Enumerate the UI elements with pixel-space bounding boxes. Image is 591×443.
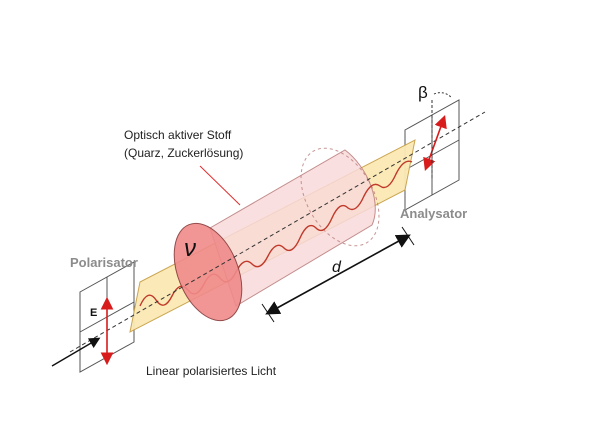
beta-angle-arc bbox=[433, 92, 453, 99]
cylinder-front-face bbox=[173, 222, 243, 322]
length-symbol: d bbox=[332, 259, 342, 276]
polarizer-label: Polarisator bbox=[70, 255, 138, 270]
rotated-field-arrow bbox=[423, 114, 447, 172]
analyzer-label: Analysator bbox=[400, 206, 467, 221]
optical-axis bbox=[69, 111, 486, 353]
incoming-light-arrow bbox=[51, 337, 101, 367]
field-symbol: E bbox=[90, 307, 97, 319]
length-tick-left bbox=[261, 303, 275, 323]
medium-label-line1: Optisch aktiver Stoff bbox=[124, 128, 232, 142]
beta-symbol: β bbox=[418, 83, 428, 102]
medium-pointer-line bbox=[199, 165, 241, 206]
medium-label-line2: (Quarz, Zuckerlösung) bbox=[124, 146, 243, 160]
light-label: Linear polarisiertes Licht bbox=[146, 364, 277, 378]
length-arrow bbox=[265, 234, 411, 315]
length-tick-right bbox=[401, 226, 415, 246]
nu-symbol: ν bbox=[184, 235, 196, 262]
